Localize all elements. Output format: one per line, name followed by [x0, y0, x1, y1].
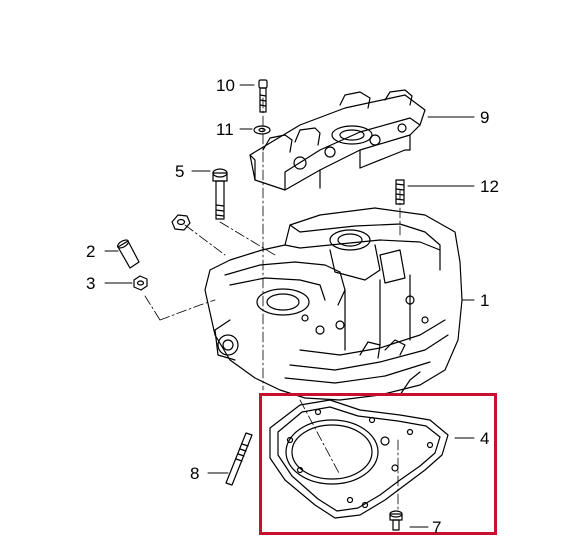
highlight-box [259, 393, 497, 535]
callout-1: 1 [480, 291, 490, 310]
callout-5: 5 [175, 162, 185, 181]
stud-part-8 [225, 432, 253, 486]
small-nut-part-3 [133, 275, 148, 291]
callout-4: 4 [480, 429, 490, 448]
callout-11: 11 [216, 120, 234, 139]
callout-8: 8 [190, 464, 200, 483]
screw-part-7 [389, 510, 403, 531]
callout-9: 9 [480, 108, 490, 127]
sleeve-part-2 [116, 239, 140, 269]
callout-3: 3 [86, 274, 96, 293]
leader-lines [104, 84, 475, 528]
callout-10: 10 [216, 76, 235, 95]
callout-12: 12 [480, 177, 499, 196]
cylinder-head-part-1 [204, 207, 463, 401]
callout-7: 7 [432, 518, 442, 537]
head-gasket-part-4 [269, 399, 449, 519]
stud-part-12 [395, 179, 405, 205]
bolt-part-10 [258, 79, 268, 113]
rocker-support-part-9 [249, 89, 426, 191]
nut [171, 214, 191, 231]
bolt-part-5 [212, 168, 228, 220]
callout-2: 2 [86, 242, 96, 261]
washer-part-11 [253, 125, 271, 135]
